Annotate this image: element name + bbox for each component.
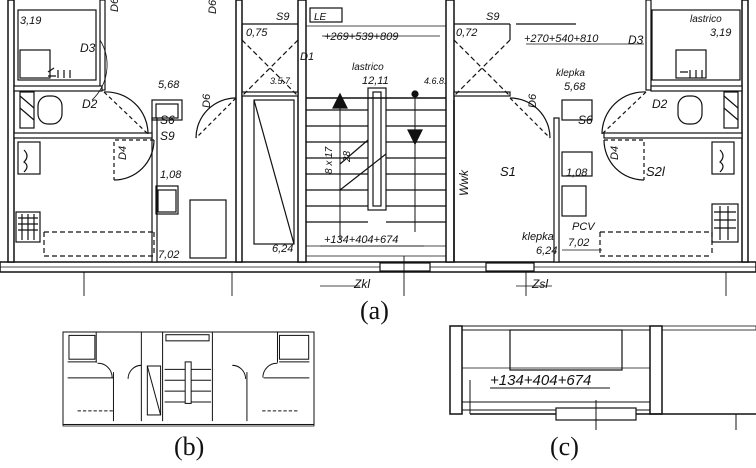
label-zoom-elev: +134+404+674: [490, 372, 591, 389]
label-d6-top1: D6: [109, 0, 121, 12]
panel-b-thumbnail: [62, 331, 315, 427]
label-468: 4.6.8.: [424, 76, 447, 86]
label-568-right: 5,68: [564, 81, 586, 93]
label-075: 0,75: [246, 27, 268, 39]
caption-a: (a): [360, 296, 389, 325]
panel-c-zoom: [449, 325, 756, 430]
label-s9-left: S9: [160, 129, 175, 143]
label-702-left: 7,02: [158, 249, 179, 261]
label-108-left: 1,08: [160, 169, 182, 181]
label-d6-mid-left: D6: [201, 93, 213, 108]
label-d4-right: D4: [609, 146, 621, 160]
label-s9-top-right: S9: [486, 11, 499, 23]
label-r319-left: 3,19: [20, 15, 41, 27]
label-s9-top-left: S9: [276, 11, 289, 23]
label-s6-right: S6: [578, 113, 593, 127]
caption-b: (b): [174, 432, 205, 461]
label-d2-left: D2: [82, 97, 98, 111]
label-357: 3.5.7.: [270, 76, 293, 86]
label-s6-left: S6: [160, 113, 175, 127]
label-zkl: Zkl: [353, 277, 370, 291]
panel-a-labels: 3,19 D3 D6 D6 S9 LE +269+539+809 0,75 D1…: [20, 0, 731, 291]
label-area-1211: 12,11: [362, 75, 389, 87]
label-d3-left: D3: [80, 41, 96, 55]
label-elev-top-left: +269+539+809: [324, 31, 398, 43]
label-pcv: PCV: [572, 221, 596, 233]
label-stair-8x17: 8 x 17: [324, 146, 335, 174]
label-108-right: 1,08: [566, 167, 588, 179]
label-wwk: Wwk: [457, 169, 471, 196]
label-624-left: 6,24: [272, 243, 293, 255]
label-s1: S1: [500, 164, 516, 179]
label-stair-28: 28: [342, 150, 353, 163]
label-568-left: 5,68: [158, 79, 180, 91]
label-s2l: S2l: [646, 164, 666, 179]
label-klepka-bottom: klepka: [522, 231, 554, 243]
label-klepka-top: klepka: [556, 68, 585, 79]
label-d4-left: D4: [117, 146, 129, 160]
label-d3-right: D3: [628, 33, 644, 47]
label-624-right: 6,24: [536, 245, 557, 257]
panel-a-floor-plan: [0, 0, 756, 296]
caption-c: (c): [550, 432, 579, 461]
label-elev-top-right: +270+540+810: [524, 33, 599, 45]
label-le: LE: [314, 12, 327, 23]
label-d1: D1: [300, 51, 314, 63]
label-lastrico-right: lastrico: [690, 14, 722, 25]
label-072: 0,72: [456, 27, 477, 39]
label-elev-bottom: +134+404+674: [324, 234, 398, 246]
label-d6-top2: D6: [207, 0, 219, 14]
label-r319-right: 3,19: [710, 27, 731, 39]
label-702-right: 7,02: [568, 237, 589, 249]
label-zsl: Zsl: [531, 277, 548, 291]
label-d6-mid-right: D6: [527, 93, 539, 108]
label-d2-right: D2: [652, 97, 668, 111]
label-lastrico-center: lastrico: [352, 62, 384, 73]
